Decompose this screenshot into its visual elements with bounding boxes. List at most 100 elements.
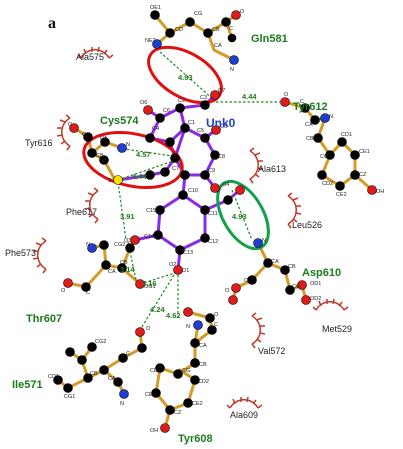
atom-label: NE2 [145,38,156,44]
distance-label: 3.91 [120,212,135,221]
atom-label: O [284,92,289,98]
atom-label: CB [288,264,296,270]
arc-ala575 [77,46,114,59]
residue-label-phe573: Phe573 [5,248,36,258]
arc-val572 [251,312,266,349]
atom-label: CA [108,376,116,382]
atom-label: CE1 [145,392,156,398]
distance-labels: 4.93 4.44 4.57 4.44 3.91 4.93 3.14 4.16 … [120,73,257,320]
atom-label: C10 [188,188,198,194]
atom-label: CA [305,122,313,128]
atom-label: CD1 [341,132,352,138]
distance-label: 4.24 [150,305,165,314]
atom-label: CD1 [150,368,161,374]
atom-label: O4 [222,182,229,188]
atom-label: CG1 [64,394,75,400]
distance-label: 4.44 [132,172,147,181]
distance-label: 3.14 [120,265,135,274]
atom-label: N [230,67,234,73]
arc-phe617 [84,187,99,224]
residue-label-ile571: Ile571 [12,379,43,391]
arc-ala609 [226,396,263,409]
arc-phe573 [32,237,47,274]
atom-label: C14 [144,234,154,240]
atom-label: CB [90,371,98,377]
residue-label-cys574: Cys574 [100,115,139,127]
atom-label: C [229,26,233,32]
hbond-lines [117,51,280,331]
atom-label: C11 [208,211,218,217]
atom-label: OH [150,428,158,434]
atom-label: O5 [220,124,227,130]
residue-label-leu526: Leu526 [292,220,322,230]
atom-label: N [120,401,124,407]
atom-label: CB [120,260,128,266]
atom-label: C1 [188,120,195,126]
atom-label: CB [212,27,220,33]
atom-label: C [214,322,218,328]
arc-ala613 [249,147,264,184]
atom-label: C [244,278,248,284]
atom-label: CE2 [192,401,203,407]
atom-label: O6 [140,100,147,106]
residue-label-ala575: Ala575 [76,52,104,62]
atom-label: C [86,290,90,296]
hydrophobic-residue-labels: Ala575 Tyr616 Ala613 Phe617 Leu526 Phe57… [5,52,352,420]
atom-label: O1 [182,268,189,274]
residue-label-asp610: Asp610 [302,267,341,279]
atom-label: CD [175,27,183,33]
atom-label: CD1 [48,374,59,380]
atom-label: O [240,9,245,15]
atom-label: O [225,288,230,294]
atom-label: O2 [169,262,176,268]
atom-label: C2 [178,98,185,104]
atom-label: C13 [183,250,193,256]
atom-label: C12 [208,239,218,245]
atom-label: N [86,242,90,248]
atom-label: CG2 [95,339,106,345]
atom-label: CB [199,362,207,368]
residue-label-val572: Val572 [258,346,285,356]
atom-label: OD1 [310,281,321,287]
atom-label: C7 [172,166,179,172]
hydrophobic-arcs [32,46,349,409]
distance-label: 4.62 [166,311,181,320]
atom-label: CG2 [114,242,125,248]
distance-label: 4.44 [242,92,257,101]
atom-label: O [68,122,73,128]
distance-label: 4.93 [232,212,247,221]
highlight-red-left [82,131,184,189]
atom-label: OG1 [144,284,156,290]
atom-labels: OE1 CD CG NE2 CB CA C O N O6 C6 C2 O7 C3… [48,5,384,434]
atom-label: O [61,288,66,294]
atom-label: CZ [174,410,182,416]
atom-label: OD2 [310,296,321,302]
atom-label: N [329,114,333,120]
atom-label: C6 [163,108,170,114]
atom-label: S [108,178,112,184]
atom-label: CB [306,136,314,142]
residue-label-thr607: Thr607 [26,313,62,325]
hbond-residue-labels: Gln581 Tyr612 Cys574 Asp610 Thr607 Ile57… [12,33,341,445]
atom-label: CG [292,284,300,290]
atom-label: CE2 [336,192,347,198]
atom-label: N [262,238,266,244]
highlight-green [216,179,270,251]
atom-label: CA [199,343,207,349]
atom-label: C8 [218,154,225,160]
atom-label: CD2 [198,379,209,385]
panel-label: a [48,15,56,32]
residue-label-ala613: Ala613 [258,164,286,174]
atoms [53,10,377,433]
atom-label: C [82,132,86,138]
atom-label: OH [376,189,384,195]
atom-label: C4 [152,126,159,132]
atom-label: C [300,99,304,105]
atom-label: CG [320,154,328,160]
distance-label: 4.16 [142,279,157,288]
atom-label: O7 [218,88,225,94]
distance-label: 4.57 [136,150,151,159]
atom-label: C5 [197,128,204,134]
atom-label: CG [194,11,202,17]
